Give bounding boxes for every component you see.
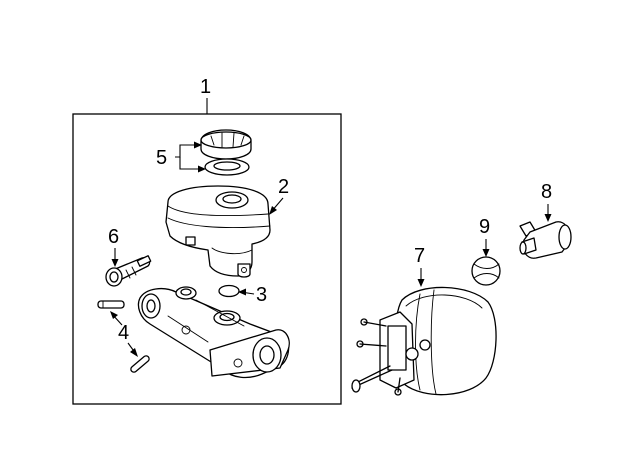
fluid-level-sensor xyxy=(105,255,152,287)
grommet xyxy=(471,256,501,286)
callout-1: 1 xyxy=(200,76,211,114)
callout-2: 2 xyxy=(269,176,289,215)
callout-4-label: 4 xyxy=(118,322,129,344)
callout-5: 5 xyxy=(156,141,206,173)
check-valve xyxy=(519,221,572,259)
o-ring xyxy=(218,284,240,298)
callout-7: 7 xyxy=(414,245,425,287)
callout-5-label: 5 xyxy=(156,147,167,169)
reservoir xyxy=(165,185,271,278)
callout-6-label: 6 xyxy=(108,226,119,248)
callout-8-label: 8 xyxy=(541,181,552,203)
pins xyxy=(97,300,150,373)
reservoir-seal xyxy=(204,158,250,176)
callout-6: 6 xyxy=(108,226,119,267)
callout-2-label: 2 xyxy=(278,176,289,198)
callout-9-label: 9 xyxy=(479,216,490,238)
reservoir-cap xyxy=(200,129,252,160)
callout-8: 8 xyxy=(541,181,552,222)
callout-7-label: 7 xyxy=(414,245,425,267)
callout-9: 9 xyxy=(479,216,490,257)
brake-booster xyxy=(351,286,497,396)
callout-1-label: 1 xyxy=(200,76,211,98)
callout-3-label: 3 xyxy=(256,284,267,306)
callout-3: 3 xyxy=(238,284,267,306)
callout-4: 4 xyxy=(110,311,138,357)
master-cylinder-body xyxy=(137,286,290,379)
